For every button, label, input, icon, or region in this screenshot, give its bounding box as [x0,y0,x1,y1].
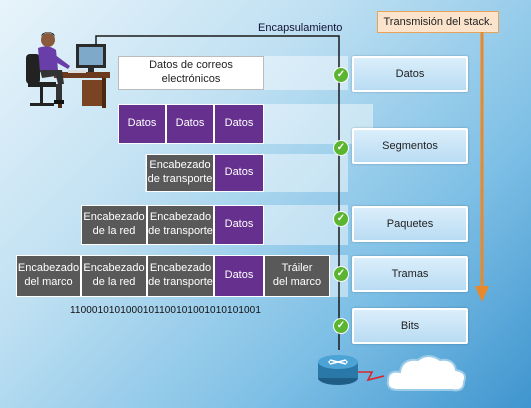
check-icon: ✓ [333,211,349,227]
frame-trailer-block: Tráiler del marco [264,255,330,297]
frame-transport-header-block: Encabezado de transporte [147,255,214,297]
router-icon [318,355,358,385]
check-icon: ✓ [333,140,349,156]
check-icon: ✓ [333,266,349,282]
transport-data-block: Datos [214,154,264,192]
data-block-1: Datos [118,104,166,144]
network-header-block: Encabezado de la red [81,205,147,245]
layer-segmentos: Segmentos [352,128,468,164]
layer-tramas: Tramas [352,256,468,292]
encapsulation-title: Encapsulamiento [258,22,343,34]
data-block-2: Datos [166,104,214,144]
frame-network-header-block: Encabezado de la red [81,255,147,297]
frame-data-block: Datos [214,255,264,297]
data-block-3: Datos [214,104,264,144]
layer-bits: Bits [352,308,468,344]
bit-stream: 1100010101000101100101001010101001 [70,305,262,316]
network-data-block: Datos [214,205,264,245]
frame-header-block: Encabezado del marco [16,255,81,297]
layer-paquetes: Paquetes [352,206,468,242]
transport-header-block: Encabezado de transporte [146,154,214,192]
layer-datos: Datos [352,56,468,92]
check-icon: ✓ [333,67,349,83]
stack-transmission-title: Transmisión del stack. [377,11,499,33]
cloud-icon [386,355,466,392]
email-data-block: Datos de correos electrónicos [118,56,264,90]
check-icon: ✓ [333,318,349,334]
network-transport-header-block: Encabezado de transporte [147,205,214,245]
arrow-down-icon [475,32,489,302]
user-at-computer-icon [26,32,110,108]
